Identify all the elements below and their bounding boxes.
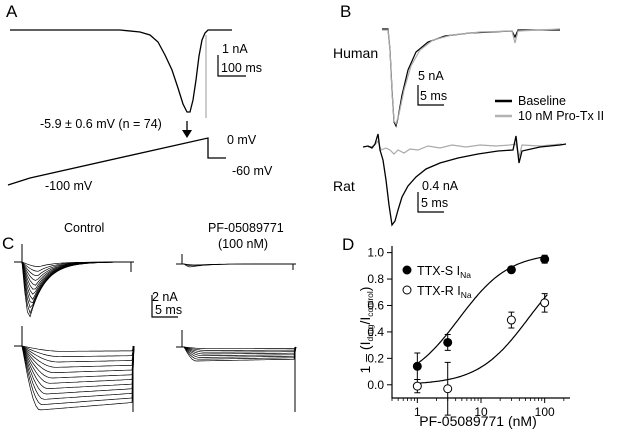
x-tick-label: 1 [414, 405, 421, 419]
panel-c: C Control PF-05089771 (100 nM) 2 nA 5 ms [2, 221, 297, 412]
data-point [443, 384, 453, 394]
control-ttx-r-trace [14, 345, 135, 405]
panel-c-letter: C [2, 234, 14, 253]
current-trace-a [10, 29, 232, 113]
control-ttx-r-trace [14, 345, 135, 384]
scale-label-time-c: 5 ms [155, 303, 182, 317]
scale-label-time-a: 100 ms [221, 61, 262, 75]
control-ttx-r-trace [14, 345, 135, 373]
arrowhead-icon [182, 130, 192, 138]
panel-a-letter: A [6, 2, 18, 21]
fit-curve-series-1 [415, 294, 548, 384]
species-label-rat: Rat [333, 178, 355, 194]
panel-a: A 1 nA 100 ms -5.9 ± 0.6 mV (n = 74) 0 m… [6, 2, 273, 193]
control-ttx-s-trace [14, 261, 134, 300]
drug-ttx-r-artifact [181, 330, 296, 412]
data-point [506, 265, 516, 275]
scale-bar-c [151, 295, 178, 318]
drug-ttx-r-trace [176, 346, 297, 351]
drug-ttx-r-trace [176, 346, 297, 360]
rat-trace-baseline [362, 133, 567, 227]
drug-ttx-s-artifact [181, 254, 294, 270]
y-tick-label: 0.2 [367, 351, 384, 365]
x-axis-label: PF-05089771 (nM) [419, 413, 537, 429]
panel-b-letter: B [340, 2, 351, 21]
drug-ttx-r-trace [176, 346, 297, 357]
legend-label-ttx-r: TTX-R INa [417, 284, 472, 300]
panel-d-letter: D [342, 235, 354, 254]
control-ttx-s-artifact [21, 244, 132, 272]
label-drug-concentration: (100 nM) [218, 237, 268, 251]
y-tick-label: 0.4 [367, 325, 384, 339]
legend-label-baseline: Baseline [518, 94, 566, 108]
drug-ttx-r-trace [176, 346, 297, 350]
drug-ttx-r-trace [176, 346, 297, 358]
rat-scale-bar [417, 192, 444, 213]
data-point [506, 315, 516, 325]
control-ttx-r-trace [14, 345, 135, 368]
scale-label-current-a: 1 nA [222, 42, 248, 56]
dose-response-plot: 0.0 0.2 0.4 0.6 0.8 1.0 1 10 100 [367, 246, 570, 419]
drug-ttx-r-trace [176, 346, 297, 355]
control-ttx-r-trace [14, 345, 135, 400]
voltage-label-reset: -60 mV [232, 164, 273, 178]
control-ttx-s-trace [14, 261, 134, 290]
human-scale-time: 5 ms [420, 89, 447, 103]
control-ttx-s-trace [14, 261, 134, 309]
rat-scale-time: 5 ms [421, 196, 448, 210]
voltage-ramp-protocol [7, 137, 226, 186]
legend-label-ttx-s: TTX-S INa [417, 264, 471, 280]
legend-marker-ttx-r [402, 285, 412, 295]
human-trace-protx [382, 28, 561, 126]
control-ttx-s-trace [14, 261, 134, 318]
x-tick-label: 10 [474, 405, 488, 419]
control-ttx-r-trace [14, 345, 135, 379]
drug-ttx-r-trace [176, 346, 297, 362]
control-ttx-r-trace [14, 345, 135, 389]
data-point [540, 298, 550, 308]
human-scale-bar [417, 85, 444, 106]
legend-marker-ttx-s [402, 265, 412, 275]
drug-ttx-r-trace [176, 346, 297, 353]
legend-label-protx: 10 nM Pro-Tx II [518, 109, 604, 123]
y-tick-label: 1.0 [367, 246, 384, 260]
current-trace-families [14, 244, 297, 412]
control-ttx-r-trace [14, 345, 135, 352]
y-tick-label: 0.6 [367, 298, 384, 312]
control-ttx-r-trace [14, 345, 135, 395]
y-axis-label: 1 – (Idrug/Icontrol) [357, 287, 375, 374]
drug-ttx-s-trace [176, 263, 296, 268]
panel-b: B Human 5 nA 5 ms Baseline 10 nM Pro-Tx … [333, 2, 604, 227]
label-drug: PF-05089771 [208, 221, 284, 235]
activation-annotation: -5.9 ± 0.6 mV (n = 74) [40, 117, 162, 131]
y-tick-label: 0.0 [367, 378, 384, 392]
data-point [540, 254, 550, 264]
data-point [443, 337, 453, 347]
control-ttx-r-artifact [21, 326, 134, 412]
panel-d: D 1 – (Idrug/Icontrol) PF-05089771 (nM) … [342, 235, 570, 429]
label-control: Control [64, 221, 104, 235]
control-ttx-r-trace [14, 345, 135, 363]
control-ttx-r-trace [14, 345, 135, 411]
human-scale-current: 5 nA [418, 69, 444, 83]
voltage-label-start: -100 mV [45, 179, 93, 193]
x-tick-label: 100 [535, 405, 555, 419]
scale-bar-a [217, 55, 246, 77]
data-point [412, 381, 422, 391]
rat-scale-current: 0.4 nA [422, 179, 459, 193]
fit-curve-series-0 [415, 255, 548, 366]
control-ttx-r-trace [14, 345, 135, 358]
species-label-human: Human [333, 45, 378, 61]
data-point [412, 361, 422, 371]
control-ttx-s-trace [14, 261, 134, 304]
y-tick-label: 0.8 [367, 272, 384, 286]
scale-label-current-c: 2 nA [152, 290, 178, 304]
voltage-label-top: 0 mV [227, 133, 257, 147]
